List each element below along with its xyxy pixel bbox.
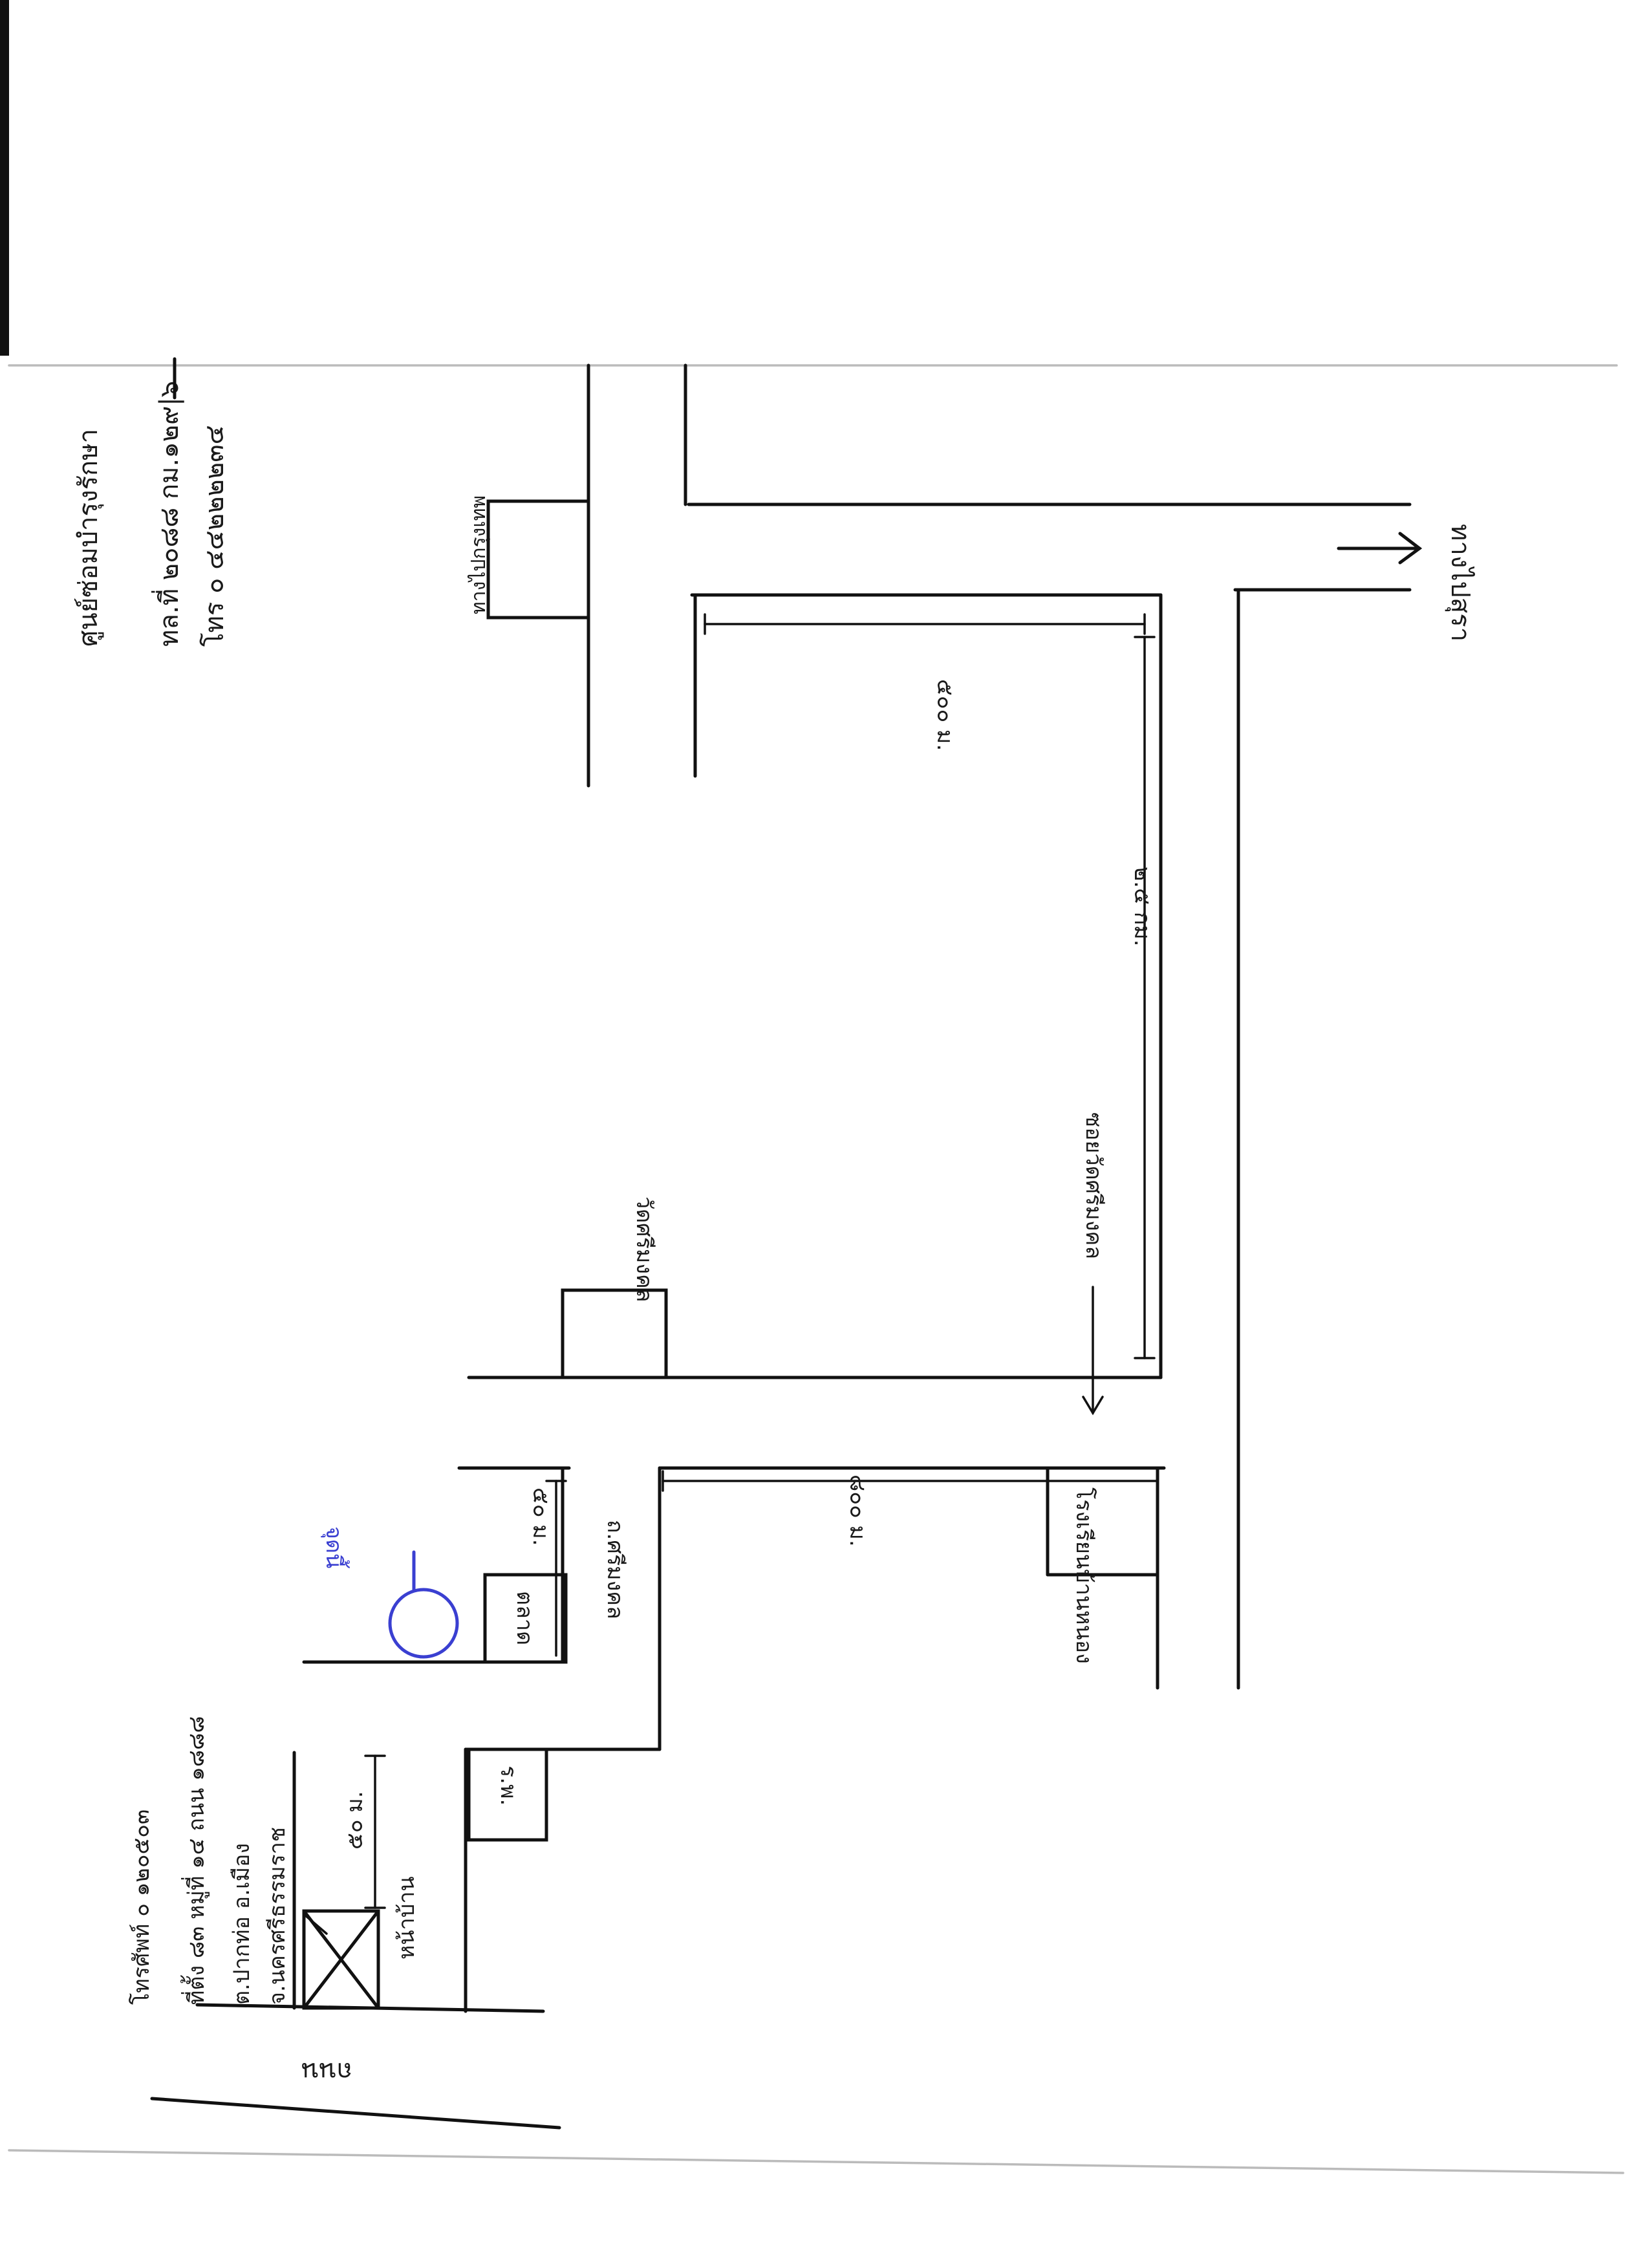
blue-note: จุดนี้ [321,1526,350,1569]
arrow-temple-head [1082,1396,1104,1416]
paper-edge-bottom [8,2149,1624,2174]
arrow-right-label: ทางไปสุรา [1445,524,1475,642]
hospital-box-label: ร.พ. [495,1766,521,1806]
bottom-road-upper [195,2003,545,2013]
header-block: ศูนย์ซ่อมบำรุงรักษา ทล.ที่ ๒๐๘๘ กม.๑๒๙|๖… [74,357,230,647]
hospital-box [467,1747,548,1842]
arrow-temple-label: ซอยวัดศรีมงคล [1081,1112,1106,1259]
header-line3: โทร ๐ ๔๔๒๒๒๒๓๔ [200,425,230,647]
address-line3: ต.ปากท่อ อ.เมือง [229,1843,255,2005]
top-branch-building [486,499,590,620]
target-house-x-b [302,1909,380,2010]
scan-edge-bar [0,0,9,356]
school-box-label: โรงเรียนบ้านหนอง [1071,1487,1097,1664]
top-branch-building-label: ทางไปกรุงเทพ [467,495,491,614]
target-house-arrow [303,1913,328,1935]
bottom-road-lower [150,2097,561,2130]
temple-box [561,1288,668,1379]
address-line2: ที่ตั้ง ๘๓ หมู่ที่ ๑๔ ถนน ๑๘๘๘ [180,1716,210,2005]
address-line4: จ.นครศรีธรรมราช [264,1827,290,2005]
market-box-label: ตลาด [512,1591,537,1645]
header-line2: ทล.ที่ ๒๐๘๘ กม.๑๒๙|๖ [151,381,184,647]
road-name-left: ถ.ศรีมงคล [602,1520,628,1619]
dim-500-top-label: ๕๐๐ ม. [932,679,958,751]
header-line1: ศูนย์ซ่อมบำรุงรักษา [74,429,104,647]
temple-box-label: วัดศรีมงคล [631,1196,657,1302]
village-label: หน้าบ้าน [394,1876,420,1960]
address-line1: โทรศัพท์ ๐ ๑๒๐๕๐๓ [129,1809,155,2005]
dim-50-upper-label: ๕๐ ม. [528,1487,554,1546]
target-marker-circle [388,1588,459,1659]
dim-2km-label: ๒.๕ กม. [1129,867,1155,947]
dim-50-lower-label: ๕๐ ม. [342,1791,368,1850]
address-block: โทรศัพท์ ๐ ๑๒๐๕๐๓ ที่ตั้ง ๘๓ หมู่ที่ ๑๔ … [129,1716,290,2005]
road-bottom-label: ถนน [301,2057,352,2086]
arrow-right-head [1398,532,1423,565]
market-box [483,1573,568,1664]
dim-800-label: ๘๐๐ ม. [845,1474,870,1547]
